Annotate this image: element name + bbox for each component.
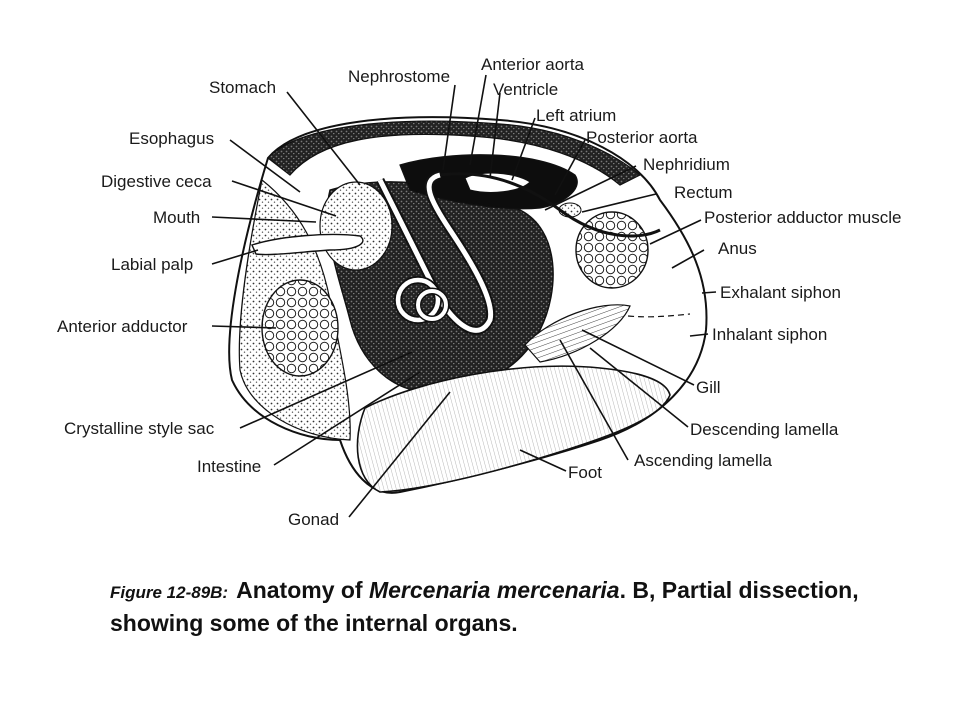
label-left-atrium: Left atrium	[536, 106, 616, 125]
ventricle-shape	[464, 172, 531, 193]
label-anus: Anus	[718, 239, 757, 258]
label-crystalline-style-sac: Crystalline style sac	[64, 419, 215, 438]
clam-anatomy-diagram: Stomach Nephrostome Anterior aorta Ventr…	[57, 55, 901, 529]
label-nephrostome: Nephrostome	[348, 67, 450, 86]
label-anterior-adductor: Anterior adductor	[57, 317, 188, 336]
leader-lines	[211, 74, 717, 518]
digestive-ceca-shape	[319, 181, 393, 271]
label-ventricle: Ventricle	[493, 80, 558, 99]
label-labial-palp: Labial palp	[111, 255, 193, 274]
figure-label: Figure 12-89B:	[110, 583, 229, 602]
label-ascending-lamella: Ascending lamella	[634, 451, 773, 470]
figure-caption: Figure 12-89B: Anatomy of Mercenaria merc…	[110, 575, 930, 639]
label-descending-lamella: Descending lamella	[690, 420, 839, 439]
label-posterior-adductor-muscle: Posterior adductor muscle	[704, 208, 901, 227]
label-exhalant-siphon: Exhalant siphon	[720, 283, 841, 302]
intestine-coils	[375, 170, 661, 335]
labial-palp-shape	[251, 233, 364, 256]
caption-text-before: Anatomy of	[236, 577, 369, 603]
label-posterior-aorta: Posterior aorta	[586, 128, 698, 147]
label-intestine: Intestine	[197, 457, 261, 476]
label-digestive-ceca: Digestive ceca	[101, 172, 212, 191]
label-esophagus: Esophagus	[129, 129, 214, 148]
gill-shape	[524, 304, 631, 363]
label-stomach: Stomach	[209, 78, 276, 97]
label-foot: Foot	[568, 463, 602, 482]
posterior-adductor-shape	[575, 211, 649, 289]
label-anterior-aorta: Anterior aorta	[481, 55, 585, 74]
label-gill: Gill	[696, 378, 721, 397]
siphon-divider	[627, 313, 691, 318]
label-inhalant-siphon: Inhalant siphon	[712, 325, 827, 344]
label-rectum: Rectum	[674, 183, 733, 202]
label-nephridium: Nephridium	[643, 155, 730, 174]
mantle-edge	[267, 120, 642, 186]
caption-species: Mercenaria mercenaria	[368, 577, 620, 603]
label-gonad: Gonad	[288, 510, 339, 529]
label-mouth: Mouth	[153, 208, 200, 227]
caption-text-after: . B, Partial dissection, showing some of…	[110, 577, 859, 636]
